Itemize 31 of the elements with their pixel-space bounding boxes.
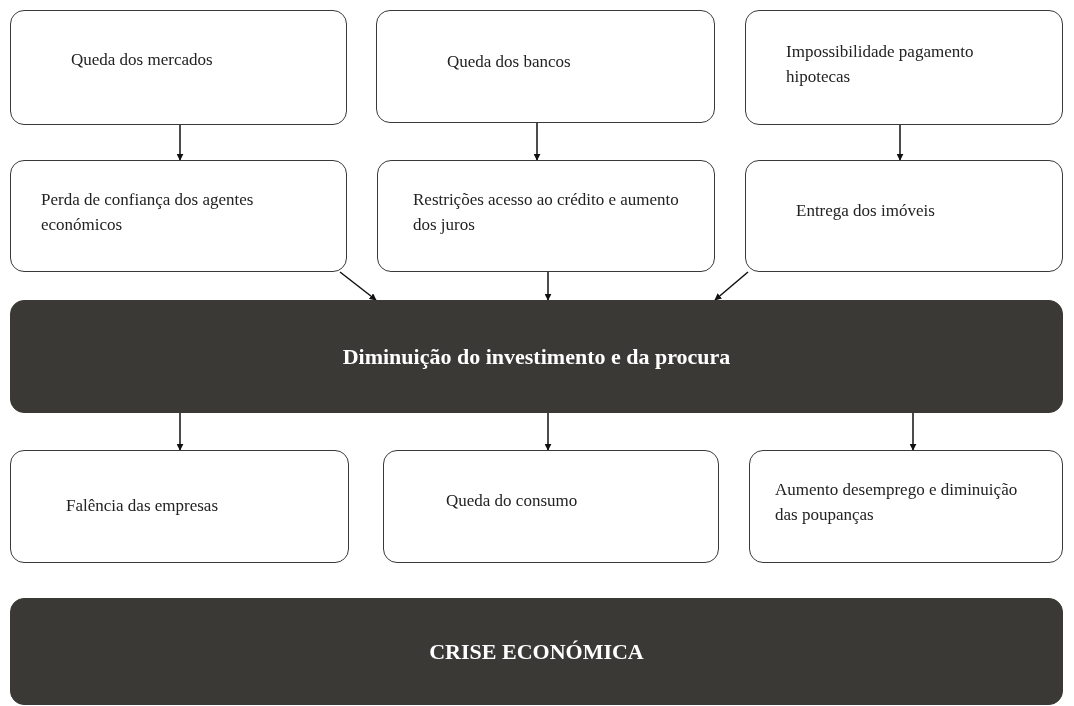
arrow	[544, 271, 552, 301]
process-box	[749, 450, 1063, 563]
box-text: Queda dos bancos	[447, 51, 571, 74]
process-box	[745, 160, 1063, 272]
arrow	[176, 124, 184, 161]
process-box	[10, 10, 347, 125]
box-text: Aumento desemprego e diminuição das poupanças	[775, 478, 1019, 526]
box-text: Falência das empresas	[66, 495, 218, 518]
arrow	[714, 271, 749, 301]
box-text: Entrega dos imóveis	[796, 199, 935, 222]
box-text: Restrições acesso ao crédito e aumento dos juros	[413, 189, 680, 236]
arrow	[339, 271, 377, 301]
process-box	[10, 160, 347, 272]
arrow	[896, 124, 904, 161]
process-box	[383, 450, 719, 563]
box-text: Queda dos mercados	[71, 49, 213, 72]
process-box	[10, 450, 349, 563]
arrow	[909, 412, 917, 451]
banner-box	[10, 300, 1063, 413]
box-text: Perda de confiança dos agentes económicos	[41, 189, 255, 236]
box-text: Impossibilidade pagamento hipotecas	[786, 40, 975, 88]
banner-text: Diminuição do investimento e da procura	[342, 342, 731, 371]
process-box	[377, 160, 715, 272]
process-box	[745, 10, 1063, 125]
arrow	[544, 412, 552, 451]
arrow	[176, 412, 184, 451]
process-box	[376, 10, 715, 123]
arrow	[533, 122, 541, 161]
banner-box	[10, 598, 1063, 705]
banner-text: CRISE ECONÓMICA	[429, 637, 644, 666]
box-text: Queda do consumo	[446, 490, 578, 513]
